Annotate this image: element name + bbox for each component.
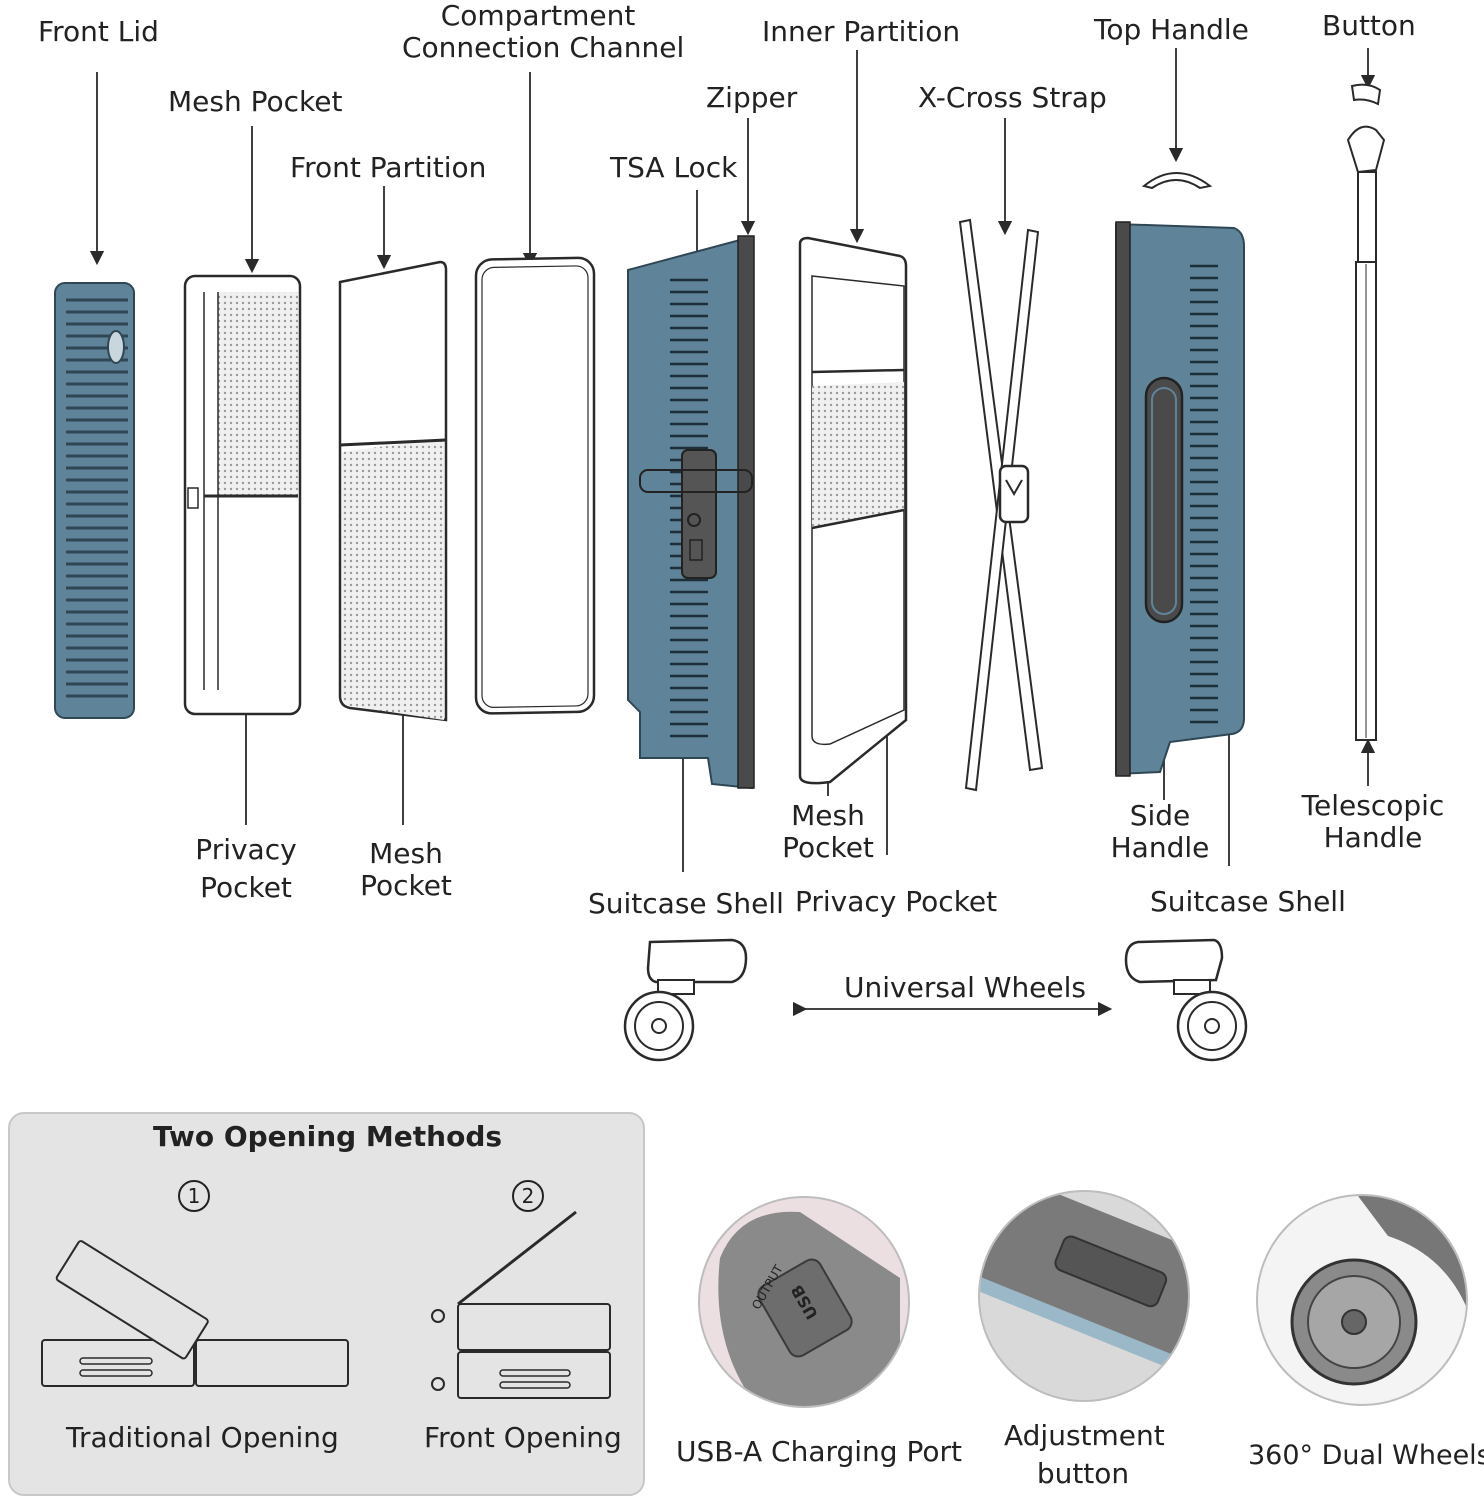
label-dual-wheels: 360° Dual Wheels [1248, 1440, 1484, 1471]
top-handle-illustration [1141, 172, 1213, 190]
front-opening-illustration [431, 1210, 611, 1399]
traditional-opening-illustration [41, 1240, 349, 1387]
label-mesh-pocket-bottom-line2: Pocket [360, 869, 452, 902]
label-mesh-pocket-inner: Mesh Pocket [774, 800, 882, 864]
label-front-lid: Front Lid [38, 15, 159, 48]
label-side-handle: Side Handle [1106, 800, 1214, 864]
usb-port-closeup: USB OUTPUT [698, 1196, 910, 1408]
label-adjustment-button: Adjustment button [1004, 1419, 1165, 1490]
label-mesh-pocket-bottom: Mesh Pocket [352, 838, 460, 902]
x-cross-strap-illustration [958, 218, 1044, 792]
mesh-privacy-panel-illustration [183, 274, 302, 716]
dual-wheels-illustration [1290, 1196, 1466, 1386]
label-mesh-pocket-bottom-line1: Mesh [369, 837, 443, 870]
compartment-channel-illustration [474, 256, 596, 715]
opening-methods-illustration [41, 1210, 611, 1399]
label-front-partition: Front Partition [290, 151, 487, 184]
label-traditional-opening: Traditional Opening [66, 1421, 339, 1454]
label-top-handle: Top Handle [1094, 13, 1249, 46]
label-front-opening: Front Opening [424, 1421, 622, 1454]
label-telescopic-line2: Handle [1323, 821, 1423, 854]
label-compartment-line2: Connection Channel [402, 31, 685, 64]
label-x-cross-strap: X-Cross Strap [918, 81, 1107, 114]
label-usb-port: USB-A Charging Port [676, 1435, 962, 1468]
label-universal-wheels: Universal Wheels [844, 971, 1087, 1004]
label-zipper: Zipper [706, 81, 798, 114]
label-privacy-pocket-line2: Pocket [200, 871, 292, 904]
opening-methods-title: Two Opening Methods [152, 1120, 503, 1153]
front-lid-illustration [54, 282, 135, 719]
wheel-right-illustration [1124, 938, 1248, 1062]
label-adjustment-line2: button [1036, 1457, 1130, 1490]
label-button: Button [1322, 9, 1416, 42]
adjustment-button-illustration [980, 1192, 1188, 1380]
label-side-handle-line2: Handle [1110, 831, 1210, 864]
label-inner-partition: Inner Partition [762, 15, 961, 48]
label-privacy-pocket: Privacy Pocket [190, 834, 302, 904]
inner-partition-illustration [798, 236, 908, 785]
label-compartment-line1: Compartment [440, 0, 636, 32]
label-suitcase-shell-left: Suitcase Shell [588, 887, 784, 920]
label-privacy-pocket-inner: Privacy Pocket [795, 885, 998, 918]
dual-wheels-closeup [1256, 1194, 1468, 1406]
method2-number: 2 [512, 1180, 544, 1212]
label-mesh-pocket-top: Mesh Pocket [168, 85, 343, 118]
label-mesh-pocket-inner-line2: Pocket [782, 831, 874, 864]
method1-number: 1 [178, 1180, 210, 1212]
usb-port-illustration: USB OUTPUT [718, 1211, 900, 1406]
label-tsa-lock: TSA Lock [610, 151, 738, 184]
label-side-handle-line1: Side [1129, 799, 1191, 832]
label-adjustment-line1: Adjustment [1004, 1419, 1165, 1452]
suitcase-shell-right-illustration [1115, 221, 1245, 777]
label-suitcase-shell-right: Suitcase Shell [1150, 885, 1346, 918]
label-compartment: Compartment Connection Channel [402, 0, 685, 64]
label-privacy-pocket-line1: Privacy [195, 833, 297, 866]
adjustment-button-closeup [978, 1190, 1190, 1402]
suitcase-shell-left-illustration [627, 235, 755, 790]
telescopic-handle-illustration [1346, 83, 1386, 741]
front-partition-illustration [338, 260, 448, 722]
label-telescopic-line1: Telescopic [1301, 789, 1445, 822]
wheel-left-illustration [623, 938, 748, 1062]
label-mesh-pocket-inner-line1: Mesh [791, 799, 865, 832]
label-telescopic-handle: Telescopic Handle [1298, 790, 1448, 854]
